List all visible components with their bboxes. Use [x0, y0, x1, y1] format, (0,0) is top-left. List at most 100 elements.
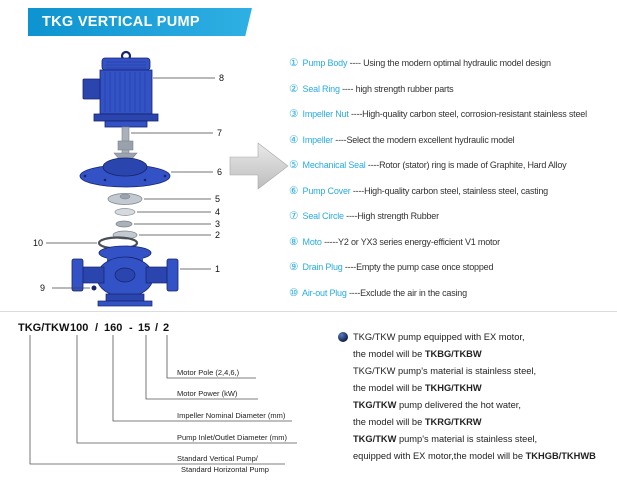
model-code-segment: / — [95, 322, 98, 334]
note-text: the model will be TKHG/TKHW — [353, 383, 482, 393]
parts-list-item: ⑤ Mechanical Seal ----Rotor (stator) rin… — [289, 159, 617, 171]
parts-list-item: ⑦ Seal Circle ----High strength Rubber — [289, 210, 617, 222]
part-description: ----High-quality carbon steel, stainless… — [352, 185, 548, 196]
part-name: Drain Plug — [302, 262, 343, 272]
model-code-segment: 160 — [104, 322, 122, 334]
note-text: TKG/TKW pump's material is stainless ste… — [353, 434, 538, 444]
pump-cover-part — [79, 157, 171, 188]
part-description: ---- Using the modern optimal hydraulic … — [349, 58, 551, 68]
motor-part — [82, 50, 159, 128]
part-name: Pump Body — [302, 58, 348, 68]
model-code-segment: TKG/TKW — [18, 322, 70, 334]
drain-plug-part — [91, 285, 97, 291]
right-arrow-icon — [229, 142, 289, 190]
part-name: Mechanical Seal — [302, 160, 366, 170]
parts-list-item: ② Seal Ring ---- high strength rubber pa… — [289, 83, 617, 95]
part-description: ----Empty the pump case once stopped — [344, 262, 494, 272]
parts-list-item: ⑥ Pump Cover ----High-quality carbon ste… — [289, 185, 617, 197]
part-description: ----Exclude the air in the casing — [348, 287, 467, 298]
model-code-label: Motor Power (kW) — [177, 389, 238, 398]
part-name: Seal Circle — [302, 211, 345, 221]
callout-label-3: 3 — [215, 219, 220, 229]
model-code-segment: 2 — [163, 322, 169, 334]
header-banner: TKG VERTICAL PUMP — [28, 8, 252, 36]
parts-list-item: ⑧ Moto -----Y2 or YX3 series energy-effi… — [289, 236, 617, 248]
note-item: TKG/TKW pump's material is stainless ste… — [353, 431, 615, 465]
callout-label-9: 9 — [40, 283, 45, 293]
model-code-segment: 100 — [70, 322, 88, 334]
model-code-label: Standard Horizontal Pump — [181, 465, 269, 474]
note-item: TKG/TKW pump equipped with EX motor, the… — [353, 329, 615, 363]
note-text: TKG/TKW pump equipped with EX motor, — [353, 332, 525, 342]
part-description: ----Select the modern excellent hydrauli… — [335, 134, 515, 145]
pump-body-part — [71, 245, 179, 307]
model-code-diagram: TKG/TKW 100 / 160 - 15 / 2 Motor Pole (2… — [18, 322, 297, 474]
part-description: ----High strength Rubber — [346, 211, 439, 221]
note-brand: TKG/TKW — [353, 366, 396, 376]
part-number: ④ — [289, 133, 299, 146]
part-number: ⑩ — [289, 286, 299, 299]
callout-lines — [46, 77, 215, 289]
note-text: equipped with EX motor,the model will be… — [353, 451, 596, 461]
callout-label-1: 1 — [215, 264, 220, 274]
note-item: TKG/TKW pump delivered the hot water, th… — [353, 397, 615, 431]
model-code-label: Pump Inlet/Outlet Diameter (mm) — [177, 433, 288, 442]
callout-label-2: 2 — [215, 230, 220, 240]
model-code-label: Standard Vertical Pump/ — [177, 454, 259, 463]
part-name: Impeller Nut — [302, 109, 349, 119]
model-code-label: Impeller Nominal Diameter (mm) — [177, 411, 286, 420]
part-number: ⑦ — [289, 210, 299, 222]
parts-list-item: ④ Impeller ----Select the modern excelle… — [289, 134, 617, 146]
parts-list-item: ⑨ Drain Plug ----Empty the pump case onc… — [289, 261, 617, 273]
model-code-segment: / — [155, 322, 158, 334]
parts-list-item: ① Pump Body ---- Using the modern optima… — [289, 57, 617, 69]
part-name: Seal Ring — [302, 83, 340, 94]
part-number: ① — [289, 57, 299, 69]
parts-list-item: ⑩ Air-out Plug ----Exclude the air in th… — [289, 287, 617, 299]
callout-label-6: 6 — [217, 167, 222, 177]
callout-label-4: 4 — [215, 207, 220, 217]
leader-lines — [29, 335, 297, 465]
mechanical-seal-part — [112, 208, 138, 240]
pump-exploded-diagram: 8 7 6 5 4 3 2 10 1 9 — [33, 50, 224, 307]
callout-label-8: 8 — [219, 73, 224, 83]
callout-label-7: 7 — [217, 128, 222, 138]
part-description: ---- high strength rubber parts — [342, 83, 454, 94]
part-description: -----Y2 or YX3 series energy-efficient V… — [324, 236, 500, 247]
part-name: Impeller — [302, 134, 334, 145]
part-name: Air-out Plug — [302, 287, 347, 298]
note-text: the model will be TKRG/TKRW — [353, 417, 482, 427]
note-model-code: TKHG/TKHW — [424, 383, 482, 393]
parts-list-item: ③ Impeller Nut ----High-quality carbon s… — [289, 108, 617, 120]
shaft-part — [113, 126, 138, 162]
model-code-segment: - — [129, 322, 133, 334]
note-item: TKG/TKW pump's material is stainless ste… — [353, 363, 615, 397]
note-brand: TKG/TKW — [353, 332, 396, 342]
note-model-code: TKRG/TKRW — [424, 417, 482, 427]
part-number: ⑥ — [289, 184, 299, 197]
bullet-icon — [338, 332, 348, 342]
note-model-code: TKHGB/TKHWB — [525, 451, 596, 461]
note-text: TKG/TKW pump delivered the hot water, — [353, 400, 521, 410]
page-title: TKG VERTICAL PUMP — [42, 14, 200, 30]
note-brand: TKG/TKW — [353, 434, 397, 444]
note-text: the model will be TKBG/TKBW — [353, 349, 482, 359]
part-name: Pump Cover — [302, 185, 351, 196]
part-number: ⑧ — [289, 235, 299, 248]
note-brand: TKG/TKW — [353, 400, 397, 410]
part-number: ⑨ — [289, 261, 299, 273]
part-description: ----High-quality carbon steel, corrosion… — [350, 109, 587, 119]
note-text: TKG/TKW pump's material is stainless ste… — [353, 366, 537, 376]
part-number: ⑤ — [289, 159, 299, 171]
part-name: Moto — [302, 236, 322, 247]
note-model-code: TKBG/TKBW — [424, 349, 482, 359]
impeller-part — [107, 193, 143, 205]
callout-label-10: 10 — [33, 238, 43, 248]
part-number: ② — [289, 82, 299, 95]
model-code-segment: 15 — [138, 322, 150, 334]
callout-label-5: 5 — [215, 194, 220, 204]
section-divider — [0, 311, 617, 312]
part-description: ----Rotor (stator) ring is made of Graph… — [367, 160, 567, 170]
notes-section: TKG/TKW pump equipped with EX motor, the… — [353, 329, 615, 465]
